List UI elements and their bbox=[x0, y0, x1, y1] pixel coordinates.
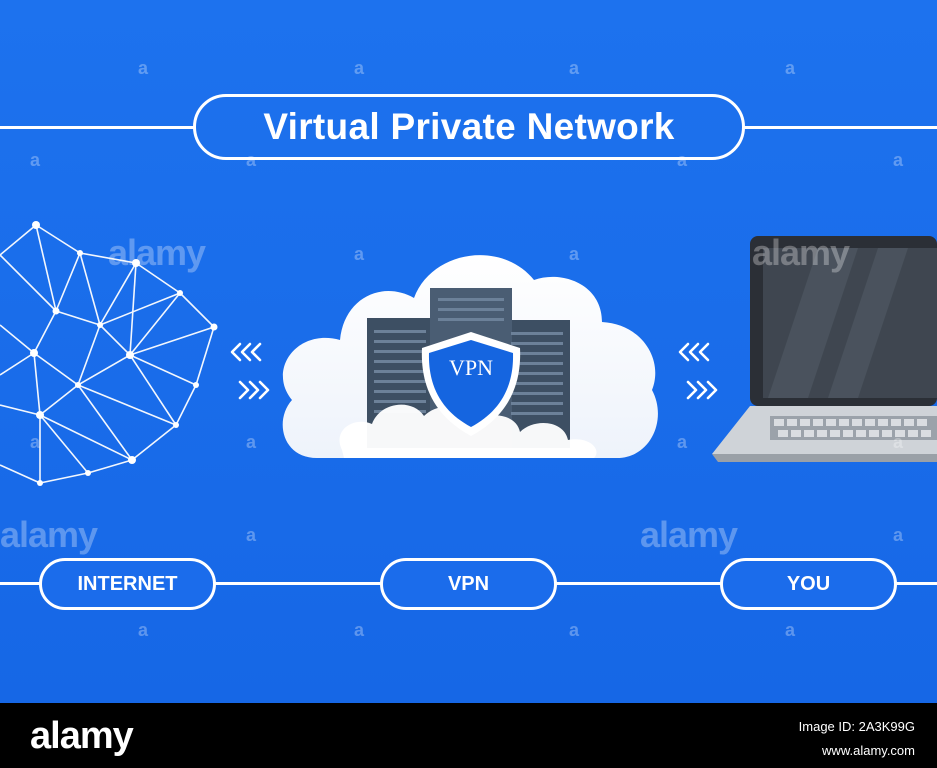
label-internet: INTERNET bbox=[39, 558, 216, 610]
watermark-mark: a bbox=[246, 150, 257, 170]
watermark-mark: a bbox=[246, 525, 257, 545]
laptop-icon bbox=[712, 236, 937, 462]
title-line-left bbox=[0, 126, 194, 129]
watermark-mark: a bbox=[893, 525, 904, 545]
shield-label: VPN bbox=[448, 355, 493, 380]
footer-bar: alamy Image ID: 2A3K99G www.alamy.com bbox=[0, 703, 937, 768]
watermark-logo: alamy bbox=[0, 514, 98, 555]
site-url: www.alamy.com bbox=[822, 743, 915, 758]
image-id: Image ID: 2A3K99G bbox=[798, 719, 915, 734]
watermark-mark: a bbox=[138, 620, 149, 640]
watermark-mark: a bbox=[569, 58, 580, 78]
watermark-mark: a bbox=[893, 150, 904, 170]
watermark-mark: a bbox=[138, 58, 149, 78]
watermark-mark: a bbox=[569, 620, 580, 640]
right-arrows-icon bbox=[678, 342, 718, 400]
label-vpn: VPN bbox=[380, 558, 557, 610]
watermark-mark: a bbox=[893, 432, 904, 452]
watermark-mark: a bbox=[354, 620, 365, 640]
vpn-shield-icon bbox=[421, 332, 521, 436]
watermark-mark: a bbox=[354, 58, 365, 78]
footer-info: Image ID: 2A3K99G www.alamy.com bbox=[799, 715, 915, 763]
watermark-mark: a bbox=[677, 432, 688, 452]
watermark-mark: a bbox=[785, 58, 796, 78]
watermark-mark: a bbox=[246, 432, 257, 452]
watermark-mark: a bbox=[569, 244, 580, 264]
cloud-server-icon bbox=[282, 255, 658, 458]
title-line-right bbox=[744, 126, 937, 129]
globe-network-icon bbox=[0, 221, 218, 486]
watermark-mark: a bbox=[677, 150, 688, 170]
watermark-mark: a bbox=[30, 150, 41, 170]
watermark-logo: alamy bbox=[752, 232, 850, 273]
footer-logo: alamy bbox=[30, 715, 134, 757]
watermark-mark: a bbox=[30, 432, 41, 452]
watermark-mark: a bbox=[785, 620, 796, 640]
diagram-canvas: Virtual Private Network INTERNET VPN YOU bbox=[0, 0, 937, 703]
label-you: YOU bbox=[720, 558, 897, 610]
diagram-title: Virtual Private Network bbox=[193, 94, 745, 160]
watermark-logo: alamy bbox=[108, 232, 206, 273]
watermark-logo: alamy bbox=[640, 514, 738, 555]
watermark-mark: a bbox=[354, 244, 365, 264]
left-arrows-icon bbox=[230, 342, 270, 400]
